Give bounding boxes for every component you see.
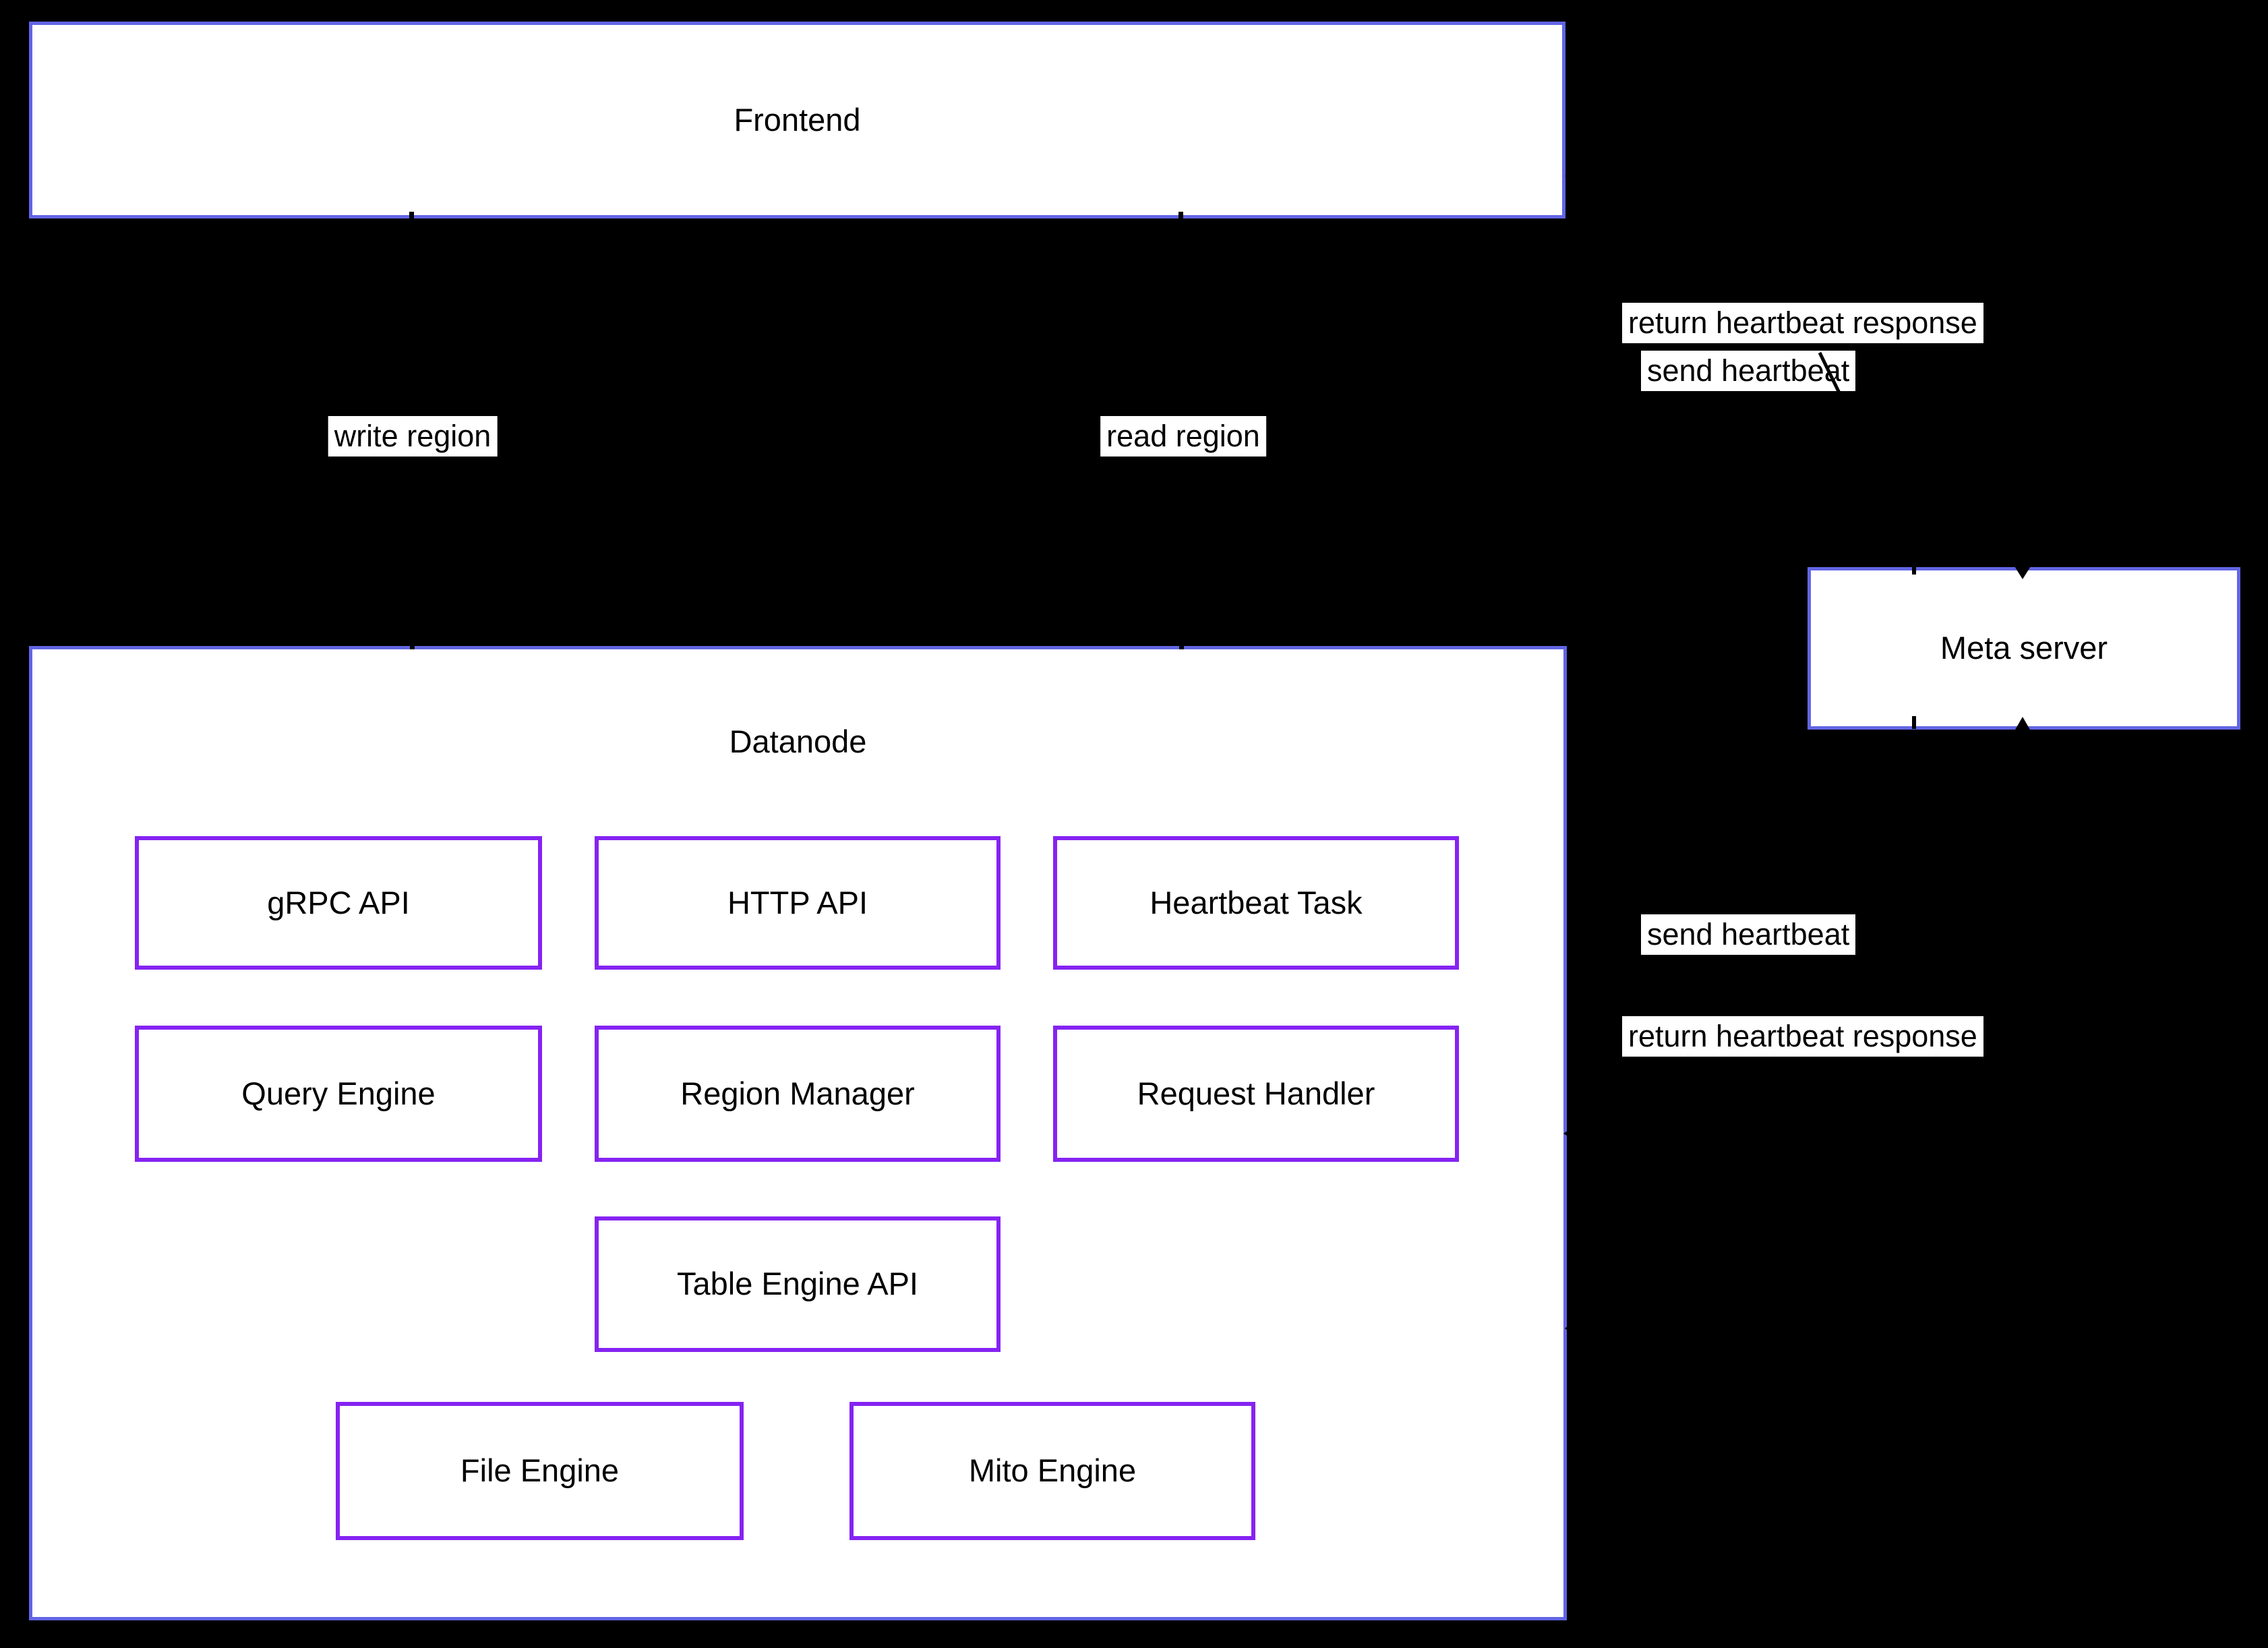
mito-engine-label: Mito Engine: [968, 1452, 1137, 1489]
edge-label-frontend-send-heartbeat: send heartbeat: [1641, 351, 1856, 391]
query-engine-label: Query Engine: [241, 1075, 436, 1111]
return-heartbeat-arrow-frontend: [1565, 167, 1581, 185]
edge-label-read-region: read region: [1100, 416, 1266, 457]
heartbeat-task-label: Heartbeat Task: [1150, 884, 1363, 920]
edge-label-write-region: write region: [328, 416, 498, 457]
edge-label-frontend-return-heartbeat: return heartbeat response: [1622, 303, 1983, 343]
node-meta-server: Meta server: [1808, 567, 2240, 730]
node-http-api: HTTP API: [595, 836, 1001, 970]
http-api-label: HTTP API: [727, 884, 868, 920]
datanode-label: Datanode: [729, 724, 867, 759]
node-heartbeat-task: Heartbeat Task: [1053, 836, 1459, 970]
return-heartbeat-arrow-datanode: [1565, 1310, 1589, 1347]
node-grpc-api: gRPC API: [135, 836, 542, 970]
node-table-engine-api: Table Engine API: [595, 1216, 1001, 1352]
node-file-engine: File Engine: [336, 1402, 744, 1540]
frontend-label: Frontend: [734, 101, 861, 138]
table-engine-api-label: Table Engine API: [677, 1266, 918, 1302]
node-frontend: Frontend: [29, 22, 1565, 218]
file-engine-label: File Engine: [460, 1452, 620, 1489]
edge-label-datanode-send-heartbeat: send heartbeat: [1641, 914, 1856, 955]
request-handler-label: Request Handler: [1137, 1075, 1375, 1111]
node-region-manager: Region Manager: [595, 1026, 1001, 1162]
node-query-engine: Query Engine: [135, 1026, 542, 1162]
edge-label-datanode-return-heartbeat: return heartbeat response: [1622, 1016, 1983, 1057]
node-request-handler: Request Handler: [1053, 1026, 1459, 1162]
meta-server-label: Meta server: [1940, 630, 2108, 666]
node-mito-engine: Mito Engine: [849, 1402, 1255, 1540]
region-manager-label: Region Manager: [680, 1075, 915, 1111]
grpc-api-label: gRPC API: [267, 884, 410, 920]
